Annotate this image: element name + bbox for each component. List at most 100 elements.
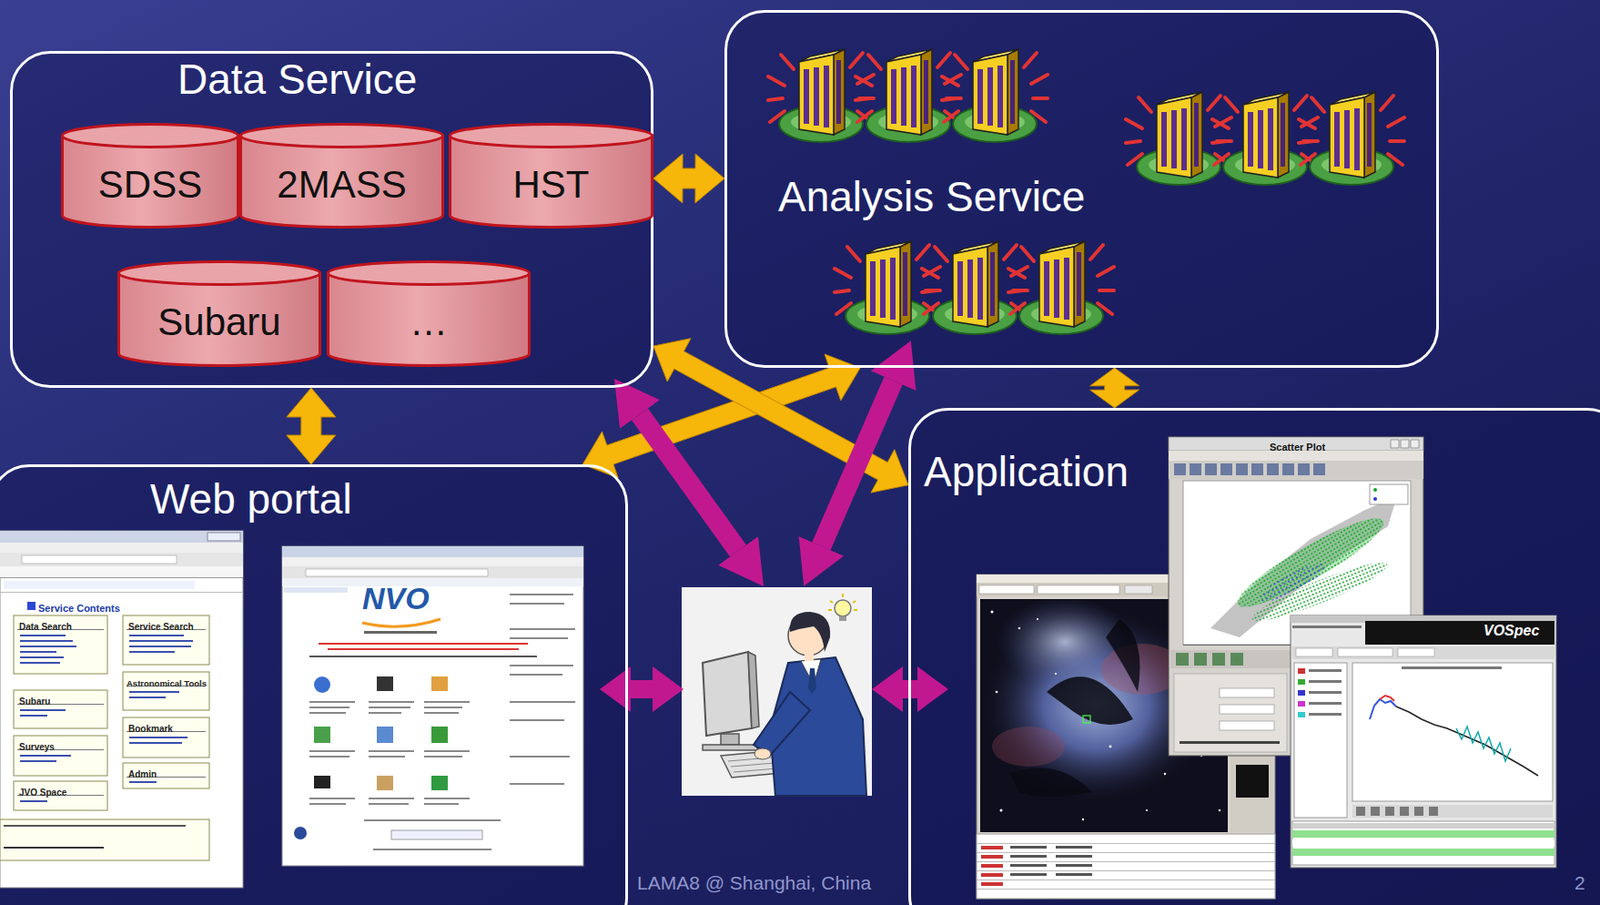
nvo-screenshot <box>376 676 394 691</box>
vospec-screenshot <box>1297 678 1306 685</box>
portal-screenshot <box>0 542 244 553</box>
panel-title: Surveys <box>19 741 55 753</box>
vospec-screenshot <box>1369 698 1397 719</box>
portal-screenshot <box>17 628 206 796</box>
panel-title: JVO Space <box>19 787 67 799</box>
nvo-screenshot <box>282 546 584 866</box>
user-arrows <box>639 414 739 551</box>
nvo-screenshot <box>368 755 406 758</box>
portal-screenshot <box>122 671 210 710</box>
aladin-screenshot <box>1055 845 1093 849</box>
nvo-screenshot <box>364 819 501 821</box>
nvo-screenshot <box>309 749 355 752</box>
aladin-screenshot <box>979 585 1034 594</box>
nvo-screenshot <box>318 642 528 645</box>
application-box: Application <box>908 407 1600 905</box>
portal-screenshot <box>20 714 48 717</box>
nvo-screenshot <box>509 700 576 703</box>
nvo-screenshot <box>368 797 415 800</box>
scatter-plot-screenshot <box>1175 652 1189 666</box>
panel-title-holder: Service Search <box>128 617 194 634</box>
cylinder-top <box>241 124 444 148</box>
scatter-plot-screenshot <box>1174 673 1287 752</box>
nvo-screenshot <box>282 577 584 587</box>
nvo-screenshot <box>376 726 394 743</box>
scatter-plot-screenshot <box>1235 463 1248 476</box>
user-illustration <box>789 611 831 652</box>
nvo-screenshot <box>509 782 565 785</box>
portal-screenshot <box>3 824 186 827</box>
vospec-screenshot <box>1292 646 1555 659</box>
vospec-screenshot <box>1292 830 1555 838</box>
nvo-screenshot <box>309 593 576 851</box>
aladin-screenshot <box>976 842 1276 844</box>
vospec-screenshot <box>1292 839 1555 847</box>
user-illustration <box>681 587 872 796</box>
aladin-screenshot <box>1010 767 1093 797</box>
scatter-plot-screenshot <box>1174 463 1326 476</box>
database-label: HST <box>448 162 654 207</box>
vospec-screenshot <box>1337 648 1393 657</box>
vospec-screenshot <box>1308 668 1342 672</box>
database-label: Subaru <box>117 300 322 345</box>
server-icons <box>768 49 1405 335</box>
nvo-screenshot <box>309 802 346 805</box>
portal-screenshot <box>20 754 71 757</box>
user-illustration <box>828 608 832 611</box>
database-cylinder: … <box>326 260 531 368</box>
portal-screenshot <box>122 762 210 789</box>
user-illustration <box>830 600 833 603</box>
aladin-screenshot <box>976 842 1276 890</box>
portal-screenshot <box>20 634 66 637</box>
aladin-screenshot <box>976 851 1276 853</box>
portal-screenshot <box>0 566 244 578</box>
portal-screenshot <box>122 717 210 758</box>
arrow-shape <box>1090 367 1140 408</box>
panel-title: Service Search <box>128 621 194 633</box>
server-icons <box>768 49 874 142</box>
database-cylinder: Subaru <box>117 260 322 368</box>
arrow-shape <box>286 387 336 465</box>
aladin-screenshot <box>992 726 1065 767</box>
window-title: Scatter Plot <box>1269 441 1326 454</box>
vospec-screenshot <box>1290 615 1557 868</box>
portal-screenshot <box>13 615 108 674</box>
user-illustration <box>834 599 851 617</box>
window-title-holder: Scatter Plot <box>1269 437 1326 455</box>
nvo-screenshot <box>509 755 570 758</box>
nvo-screenshot <box>309 797 355 800</box>
server-icons <box>941 49 1048 142</box>
scatter-plot-screenshot <box>1175 652 1244 666</box>
nvo-screenshot <box>373 848 492 851</box>
user-illustration <box>841 593 844 598</box>
portal-screenshot <box>21 555 177 564</box>
nvo-screenshot <box>509 718 565 721</box>
vospec-screenshot <box>1292 822 1555 829</box>
vospec-screenshot <box>1365 620 1555 645</box>
portal-screenshot <box>129 736 188 739</box>
portal-screenshot <box>129 634 184 637</box>
vospec-screenshot <box>1297 711 1306 718</box>
aladin-screenshot <box>1235 764 1269 798</box>
portal-screenshot <box>13 689 108 729</box>
scatter-plot-screenshot <box>1373 496 1378 501</box>
page-number-holder: 2 <box>1574 871 1586 894</box>
user-illustration <box>852 600 856 603</box>
vospec-screenshot <box>1296 648 1333 657</box>
scatter-plot-screenshot <box>1255 556 1329 608</box>
portal-screenshot <box>20 661 61 664</box>
server-icons <box>834 241 941 335</box>
nvo-screenshot <box>362 618 441 627</box>
aladin-screenshot <box>1055 863 1093 867</box>
user-illustration <box>853 608 858 611</box>
vospec-screenshot <box>1297 668 1342 718</box>
portal-screenshot <box>122 615 210 665</box>
nvo-screenshot <box>309 655 537 658</box>
vospec-screenshot <box>1308 701 1342 705</box>
aladin-screenshot <box>1036 617 1039 620</box>
vospec-screenshot <box>1297 689 1306 696</box>
database-label: … <box>326 300 531 345</box>
logo-text-holder: NVO <box>362 580 430 617</box>
panel-title-holder: Bookmark <box>128 718 173 736</box>
